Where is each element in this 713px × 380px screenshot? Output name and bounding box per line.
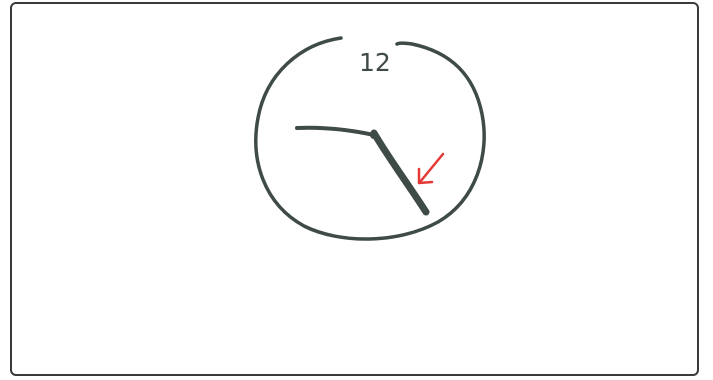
whiteboard-frame bbox=[10, 2, 699, 376]
